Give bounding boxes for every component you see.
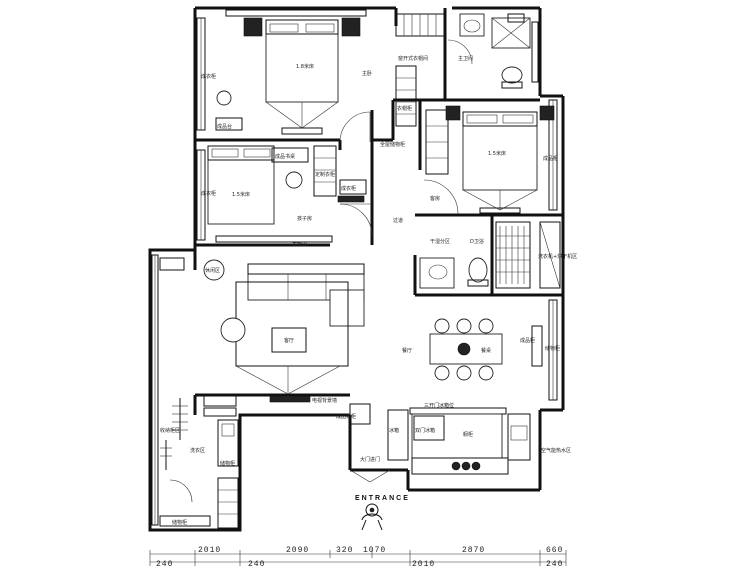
master-desk-label: 成品台 [217, 123, 232, 130]
toilet-icon [501, 66, 523, 84]
gate-label: 大门进门 [360, 456, 380, 463]
child-bed-label: 1.5米床 [232, 191, 250, 198]
living-room: 休闲区 客厅 电视背景墙 [203, 259, 365, 417]
dry-area-label: 干湿分区 [430, 238, 450, 245]
master-bath-label: 主卫间 [458, 55, 473, 62]
dim-bottom-4: 240 [546, 560, 563, 569]
kitchen-island-label: 橱柜 [463, 431, 473, 438]
child-desk-label: 成品书桌 [275, 153, 295, 160]
dining-area: 餐厅 餐桌 成品柜 储物柜 [402, 318, 560, 381]
kitchen: 三开门冰箱位 冰箱 双门冰箱 橱柜 空气能热水区 [387, 402, 571, 475]
corridor-label: 过道 [393, 217, 403, 224]
stair-cab-label: 成品鞋柜 [336, 413, 356, 420]
guest-room: 全屋储物柜 1.5米床 成品柜 客房 [380, 105, 558, 215]
d-bath-label: D卫浴 [470, 238, 484, 245]
dim-top-2: 2090 [286, 546, 309, 555]
child-room: 1.5米床 成品书桌 定制衣柜 成衣柜 孩子房 成衣柜 衣帽架 [201, 145, 373, 248]
second-bed-label: 1.5米床 [488, 150, 506, 157]
balcony-side-label: 储物柜 [545, 345, 560, 352]
balcony-storage2-label: 储物柜 [172, 519, 187, 526]
dimension-lines: 2010 2090 320 1070 2870 660 240 240 2010… [149, 546, 567, 569]
living-corner-label: 休闲区 [205, 267, 220, 274]
plant-icon-table [457, 342, 471, 356]
dim-bottom-3: 2010 [412, 560, 435, 569]
dim-top-4: 1070 [363, 546, 386, 555]
child-wardrobe2-label: 成衣柜 [341, 185, 356, 192]
door-swing-icon [339, 111, 371, 143]
windows [151, 9, 558, 526]
dim-top-5: 2870 [462, 546, 485, 555]
kitchen-right-label: 空气能热水区 [541, 447, 571, 454]
guest-side-cab-label: 成品柜 [543, 155, 558, 162]
dining-cab-label: 成品柜 [520, 337, 535, 344]
child-room-label: 孩子房 [297, 215, 312, 222]
guest-room-label: 客房 [430, 195, 440, 202]
balcony-storage-label: 储物柜 [220, 460, 235, 467]
balcony-fold-label: 洗衣区 [190, 447, 205, 454]
sink-icon [459, 13, 485, 37]
master-room-label: 主卧 [362, 70, 372, 77]
entrance-label: ENTRANCE [355, 495, 410, 502]
entry-cabinet-label: 全屋储物柜 [380, 141, 405, 148]
tv-wall-label: 电视背景墙 [312, 397, 337, 404]
dining-label: 餐厅 [402, 347, 412, 354]
child-shelf-label: 衣帽架 [292, 241, 307, 248]
walkin-and-bath: 窗开式衣帽间 衣帽柜 主卫间 [395, 13, 531, 127]
entry: 成品鞋柜 大门进门 ENTRANCE [336, 403, 410, 531]
person-figure-icon [361, 503, 383, 531]
shower-tile [496, 226, 530, 284]
balcony: 收纳柜区 洗衣区 储物柜 储物柜 [159, 257, 239, 529]
dim-bottom-2: 240 [248, 560, 265, 569]
master-bedroom: 1.8米床 主卧 成品台 成衣柜 [201, 17, 372, 143]
dim-top-6: 660 [546, 546, 563, 555]
stove-icon [451, 461, 481, 471]
living-tv-label: 客厅 [284, 337, 294, 344]
balcony-tools-label: 收纳柜区 [160, 427, 180, 434]
dining-table-label: 餐桌 [481, 347, 491, 354]
kitchen-fridge-label: 冰箱 [389, 427, 399, 434]
cloak-cabinet-label: 衣帽柜 [397, 105, 412, 112]
master-bed-label: 1.8米床 [296, 63, 314, 70]
dim-bottom-1: 240 [156, 560, 173, 569]
laundry-label: 洗衣机+烘干机区 [538, 253, 577, 260]
child-wardrobe-label: 定制衣柜 [315, 171, 335, 178]
left-wardrobe-label: 成衣柜 [201, 73, 216, 80]
outer-walls [148, 6, 565, 532]
walkin-closet-label: 窗开式衣帽间 [398, 55, 428, 62]
kitchen-sink-label: 双门冰箱 [415, 427, 435, 434]
kitchen-top-label: 三开门冰箱位 [424, 402, 454, 409]
child-left-cab-label: 成衣柜 [201, 190, 216, 197]
dim-top-3: 320 [336, 546, 353, 555]
plant-icon [203, 259, 225, 281]
dim-top-1: 2010 [198, 546, 221, 555]
guest-bath: 干湿分区 D卫浴 洗衣机+烘干机区 [419, 221, 577, 289]
